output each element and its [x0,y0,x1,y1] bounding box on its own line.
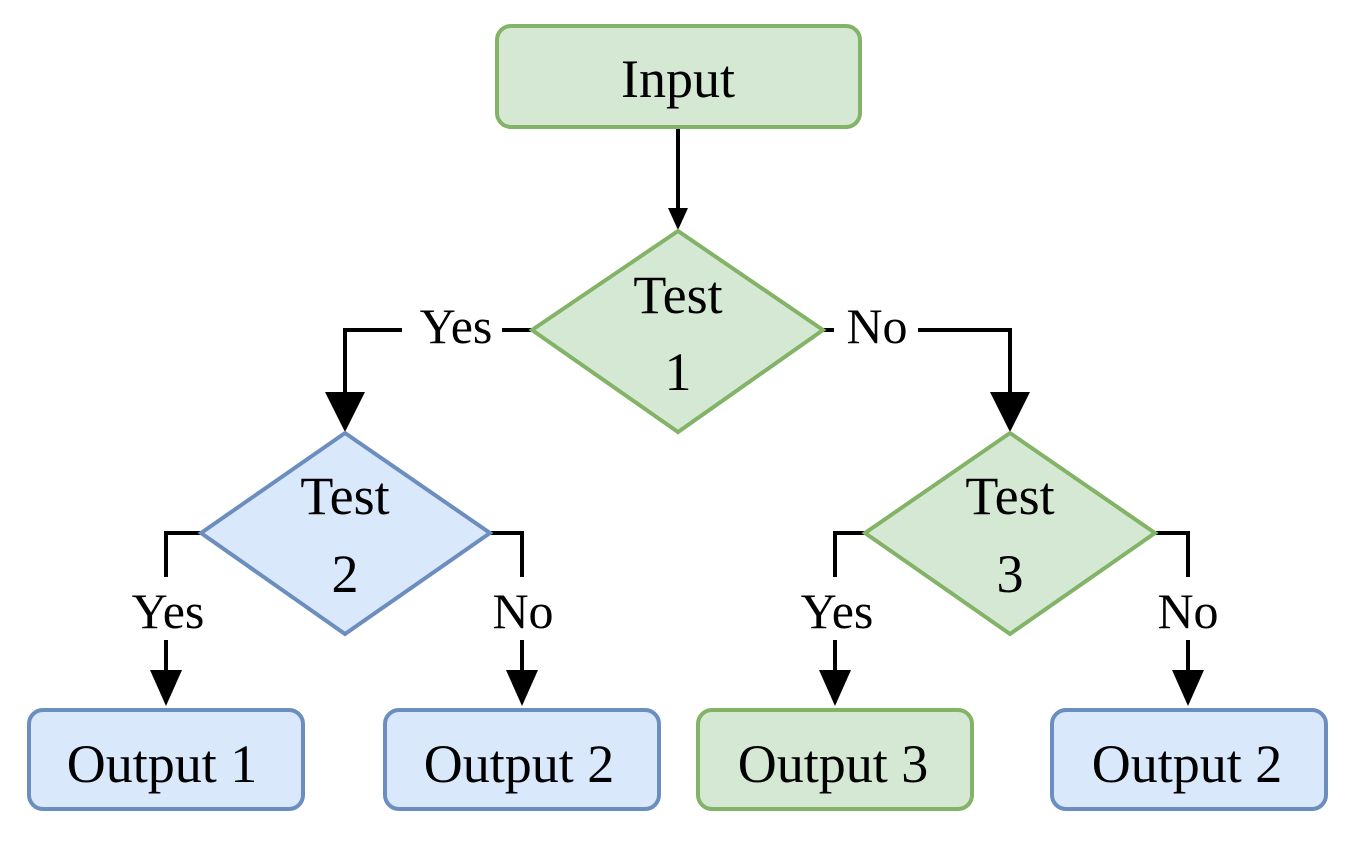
input-node [495,24,862,129]
arrowhead-output-4 [1172,670,1204,706]
output-2-node [383,708,661,811]
test2-node-label-line2: 2 [332,544,359,604]
edge-label-test1-yes: Yes [420,298,493,354]
output-1-node-label: Output 1 [67,734,258,794]
arrowhead-test1 [668,208,688,230]
output-2-node-label: Output 2 [424,734,615,794]
edge-label-bg-test1-no [834,300,918,356]
edge-label-test3-no: No [1157,583,1218,639]
test1-node-label-line1: Test [633,265,722,325]
arrowhead-output-2 [506,670,538,706]
arrowhead-test3 [990,392,1030,432]
edge-label-test3-yes: Yes [801,583,874,639]
edge-test3-no [1155,531,1190,672]
test2-node-label-line1: Test [300,466,389,526]
test1-node [528,228,827,435]
output-4-node [1050,708,1328,811]
test3-node-label-line2: 3 [997,544,1024,604]
edge-test2-no [490,531,524,672]
edge-label-test2-no: No [492,583,553,639]
test1-node-label-line2: 1 [665,342,692,402]
arrowhead-output-1 [150,670,182,706]
output-4-node-label: Output 2 [1092,734,1283,794]
input-node-label: Input [621,49,735,109]
test3-node-label-line1: Test [965,466,1054,526]
arrowhead-test2 [325,392,365,432]
test2-node [197,430,494,637]
arrowhead-output-3 [819,670,851,706]
edge-label-test2-yes: Yes [132,583,205,639]
output-1-node [27,708,305,811]
test3-node [861,430,1159,637]
output-3-node [696,708,974,811]
edge-label-bg-test1-yes [402,300,502,356]
edge-label-test1-no: No [846,298,907,354]
edge-test3-yes [833,531,865,672]
output-3-node-label: Output 3 [738,734,929,794]
edge-test2-yes [164,531,201,672]
